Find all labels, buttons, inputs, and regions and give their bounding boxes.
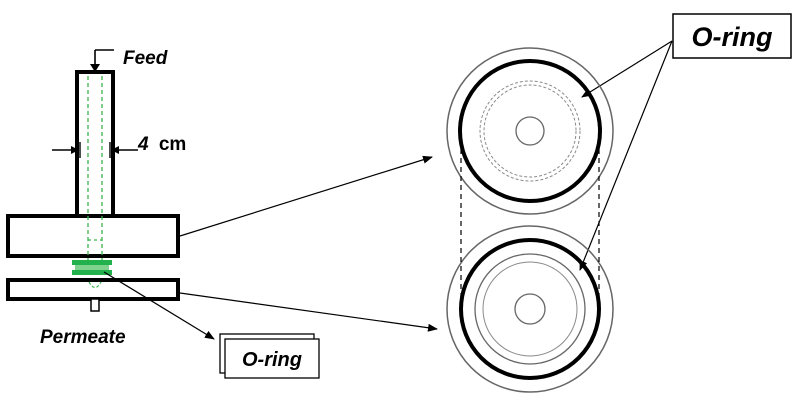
oring-label-bottom: O-ring	[219, 333, 320, 379]
upper-plate-top-view	[446, 47, 614, 215]
arrow-oring-label-to-bottom-ring	[579, 40, 673, 271]
arrow-oring-to-label	[103, 271, 215, 340]
leader-arrows	[103, 40, 673, 340]
oring-green-bands	[72, 260, 112, 275]
permeate-label: Permeate	[40, 327, 126, 348]
feed-channel-dashed	[87, 76, 103, 268]
arrow-oring-label-to-top-ring	[581, 40, 673, 98]
upper-center-port	[515, 116, 545, 146]
permeate-outlet	[88, 281, 102, 312]
lower-plate	[6, 278, 180, 301]
oring-label-top: O-ring	[672, 13, 792, 59]
membrane-cell-apparatus: Feed 4 cm Permeate	[6, 48, 186, 348]
alignment-dashed-lines	[460, 131, 600, 309]
oring-label-bottom-text: O-ring	[242, 349, 302, 371]
upper-plate	[6, 214, 180, 258]
feed-tube	[75, 70, 115, 219]
upper-oring-ring	[458, 59, 602, 203]
arrow-upper-plate-to-top-view	[179, 155, 433, 237]
lower-oring-ring	[459, 238, 601, 380]
feed-arrow	[90, 49, 114, 72]
lower-center-port	[514, 293, 546, 325]
width-label: 4 cm	[137, 134, 186, 155]
feed-label: Feed	[123, 48, 168, 69]
lower-plate-top-view	[446, 225, 614, 393]
oring-label-top-text: O-ring	[692, 22, 773, 52]
width-dimension	[52, 142, 138, 158]
arrow-lower-plate-to-bottom-view	[179, 292, 438, 332]
width-value: 4	[137, 134, 149, 155]
width-unit: cm	[159, 134, 186, 155]
